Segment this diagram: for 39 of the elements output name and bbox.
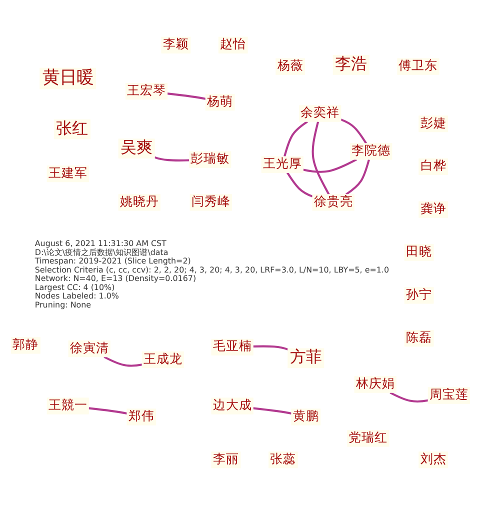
connector — [340, 118, 368, 144]
connector — [345, 159, 370, 196]
node-box: 彭瑞敏 — [189, 151, 232, 168]
label: August 6, 2021 11:31:30 AM CST — [34, 239, 166, 248]
node-box: 徐寅清 — [68, 340, 110, 358]
node-box: 徐贵亮 — [312, 194, 354, 211]
connector — [154, 156, 190, 162]
node-box: 边大成 — [211, 398, 254, 414]
node-box: 余奕祥 — [299, 105, 342, 122]
label: Largest CC: 4 (10%) — [34, 282, 115, 292]
label: Network: N=40, E=13 (Density=0.0167) — [34, 274, 196, 284]
connector — [312, 121, 330, 195]
node-box: 李院德 — [350, 143, 392, 160]
label: Selection Criteria (c, cc, ccv): 2, 2, 20; 4, 3, 20; 4, 3, 20, LRF=3.0, L/N=10, LBY=5, e=1.0 — [34, 265, 390, 274]
connector — [303, 158, 358, 173]
connector — [88, 407, 128, 415]
node-box: 吴爽 — [118, 138, 155, 158]
label: Pruning: None — [34, 300, 92, 310]
connector — [252, 407, 292, 415]
connector — [390, 392, 428, 403]
node-box: 王成龙 — [142, 351, 184, 368]
node-box: 郑伟 — [126, 408, 156, 426]
node-box: 杨萌 — [205, 94, 235, 111]
label: Nodes Labeled: 1.0% — [34, 292, 119, 301]
node-box: 毛亚楠 — [211, 338, 254, 356]
label: D:\论文\疫情之后数据\知识图谱\data — [34, 248, 168, 257]
node-box: 林庆娟 — [354, 376, 396, 393]
node-box: 王光厚 — [261, 156, 304, 173]
node-box: 方菲 — [288, 348, 324, 368]
connector — [286, 172, 313, 198]
connector — [284, 120, 308, 157]
node-box: 周宝莲 — [428, 387, 470, 404]
connector — [253, 345, 288, 350]
node-box: 王競一 — [46, 398, 89, 414]
connector — [167, 92, 206, 100]
connector — [104, 356, 142, 367]
label: Timespan: 2019-2021 (Slice Length=2) — [34, 256, 191, 266]
node-box: 王宏琴 — [125, 83, 168, 100]
node-box: 黄鹏 — [291, 408, 321, 426]
